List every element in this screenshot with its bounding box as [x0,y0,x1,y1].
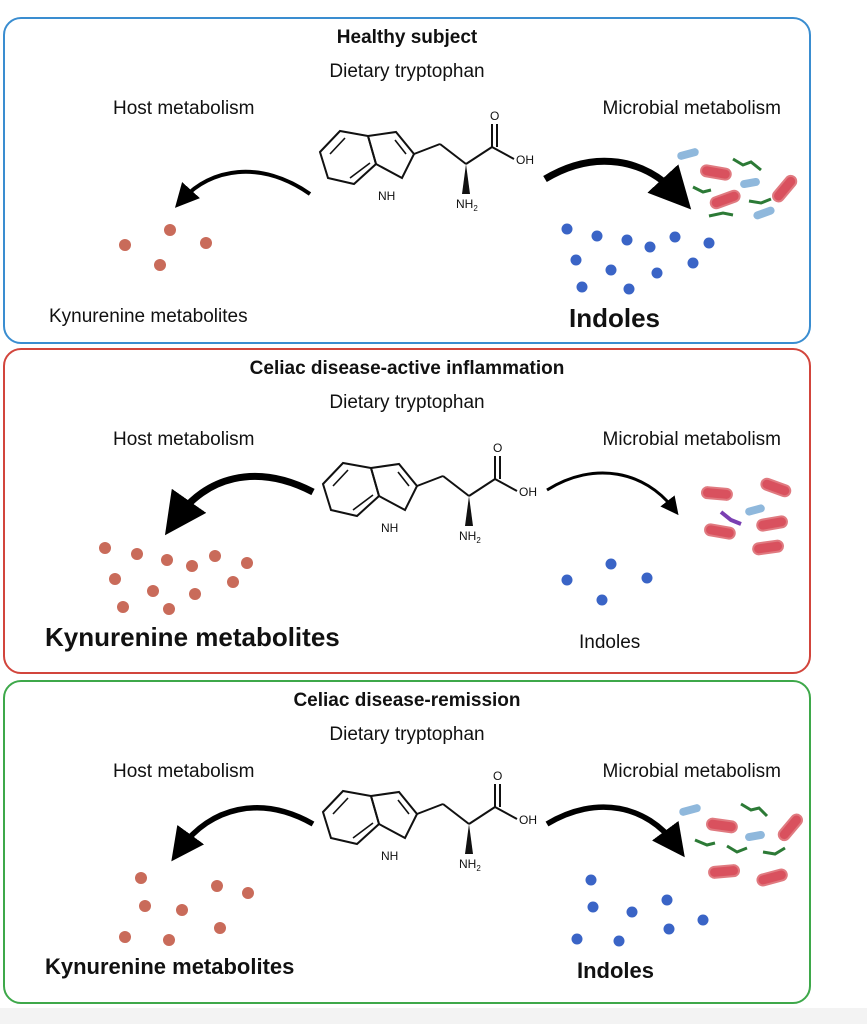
nh-label: NH [381,521,398,535]
indole-dots [561,223,715,295]
kynurenine-dots [119,872,254,946]
kynurenine-dots [99,542,253,615]
hydroxyl-label: OH [516,153,534,167]
kynurenine-label: Kynurenine metabolites [49,306,248,327]
indoles-label: Indoles [569,303,661,333]
indole-dots [571,874,709,947]
host-arrow [164,473,315,536]
tryptophan-molecule: O OH NH NH2 [321,769,537,873]
host-metabolism-label: Host metabolism [113,429,255,450]
microbial-metabolism-label: Microbial metabolism [602,761,781,782]
host-metabolism-label: Host metabolism [113,98,255,119]
oxygen-label: O [493,769,502,783]
dietary-tryptophan-label: Dietary tryptophan [329,392,485,413]
hydroxyl-label: OH [519,485,537,499]
oxygen-label: O [490,109,499,123]
bacteria-cluster-icon [677,148,798,220]
panel-healthy-art: O OH NH NH2 [119,109,798,295]
oxygen-label: O [493,441,502,455]
bottom-bar [0,1008,867,1024]
panel-title: Celiac disease-active inflammation [249,358,565,379]
panel-title: Healthy subject [336,27,478,48]
panel-active-art: O OH NH NH2 [99,441,792,615]
panel-celiac-active: Celiac disease-active inflammation Dieta… [3,348,811,674]
host-arrow [174,169,312,208]
bacteria-cluster-icon [700,477,792,556]
host-metabolism-label: Host metabolism [113,761,255,782]
panel-healthy-subject: Healthy subject Dietary tryptophan Host … [3,17,811,344]
tryptophan-molecule: O OH NH NH2 [318,109,534,213]
panel-remission-art: O OH NH NH2 [119,769,803,947]
kynurenine-label: Kynurenine metabolites [45,622,340,652]
nh-label: NH [381,849,398,863]
panel-celiac-remission: Celiac disease-remission Dietary tryptop… [3,680,811,1004]
hydroxyl-label: OH [519,813,537,827]
indole-dots [561,558,653,606]
microbial-metabolism-label: Microbial metabolism [602,98,781,119]
panel-title: Celiac disease-remission [293,690,521,711]
kynurenine-label: Kynurenine metabolites [45,954,295,979]
indoles-label: Indoles [579,632,641,653]
microbial-arrow [546,471,679,516]
microbial-metabolism-label: Microbial metabolism [602,429,781,450]
host-arrow [171,805,315,862]
kynurenine-dots [119,224,212,271]
amine-label: NH2 [459,857,481,873]
dietary-tryptophan-label: Dietary tryptophan [329,61,485,82]
indoles-label: Indoles [577,958,655,983]
tryptophan-molecule: O OH NH NH2 [321,441,537,545]
amine-label: NH2 [456,197,478,213]
bacteria-cluster-icon [679,802,803,887]
dietary-tryptophan-label: Dietary tryptophan [329,724,485,745]
microbial-arrow [543,157,692,210]
nh-label: NH [378,189,395,203]
amine-label: NH2 [459,529,481,545]
microbial-arrow [545,804,685,858]
